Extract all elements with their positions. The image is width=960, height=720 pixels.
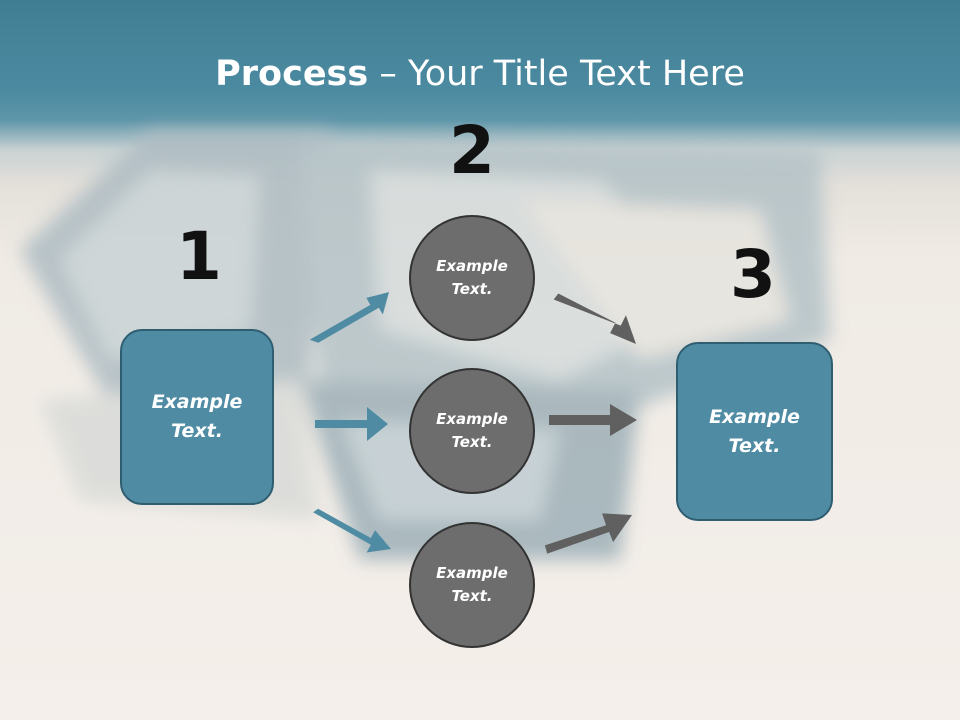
circle-bottom-line1: Example (436, 564, 508, 582)
right-box-text-line1: Example (709, 405, 800, 428)
title-rest: – Your Title Text Here (368, 54, 745, 94)
process-circle-bottom: Example Text. (409, 522, 535, 648)
circle-bottom-line2: Text. (451, 587, 493, 605)
process-circle-top: Example Text. (409, 215, 535, 341)
circle-middle-line1: Example (436, 410, 508, 428)
circle-top-line1: Example (436, 257, 508, 275)
step-number-3: 3 (730, 236, 776, 313)
circle-middle-line2: Text. (451, 433, 493, 451)
title-bold: Process (215, 54, 369, 94)
left-box-text-line2: Text. (171, 420, 223, 442)
right-process-box: Example Text. (676, 342, 833, 521)
slide-title: Process – Your Title Text Here (0, 52, 960, 96)
left-process-box: Example Text. (120, 329, 274, 505)
step-number-2: 2 (449, 112, 495, 189)
left-box-text-line1: Example (151, 391, 243, 413)
step-number-1: 1 (176, 218, 222, 295)
process-circle-middle: Example Text. (409, 368, 535, 494)
right-box-text-line2: Text. (728, 434, 781, 457)
circle-top-line2: Text. (451, 280, 493, 298)
